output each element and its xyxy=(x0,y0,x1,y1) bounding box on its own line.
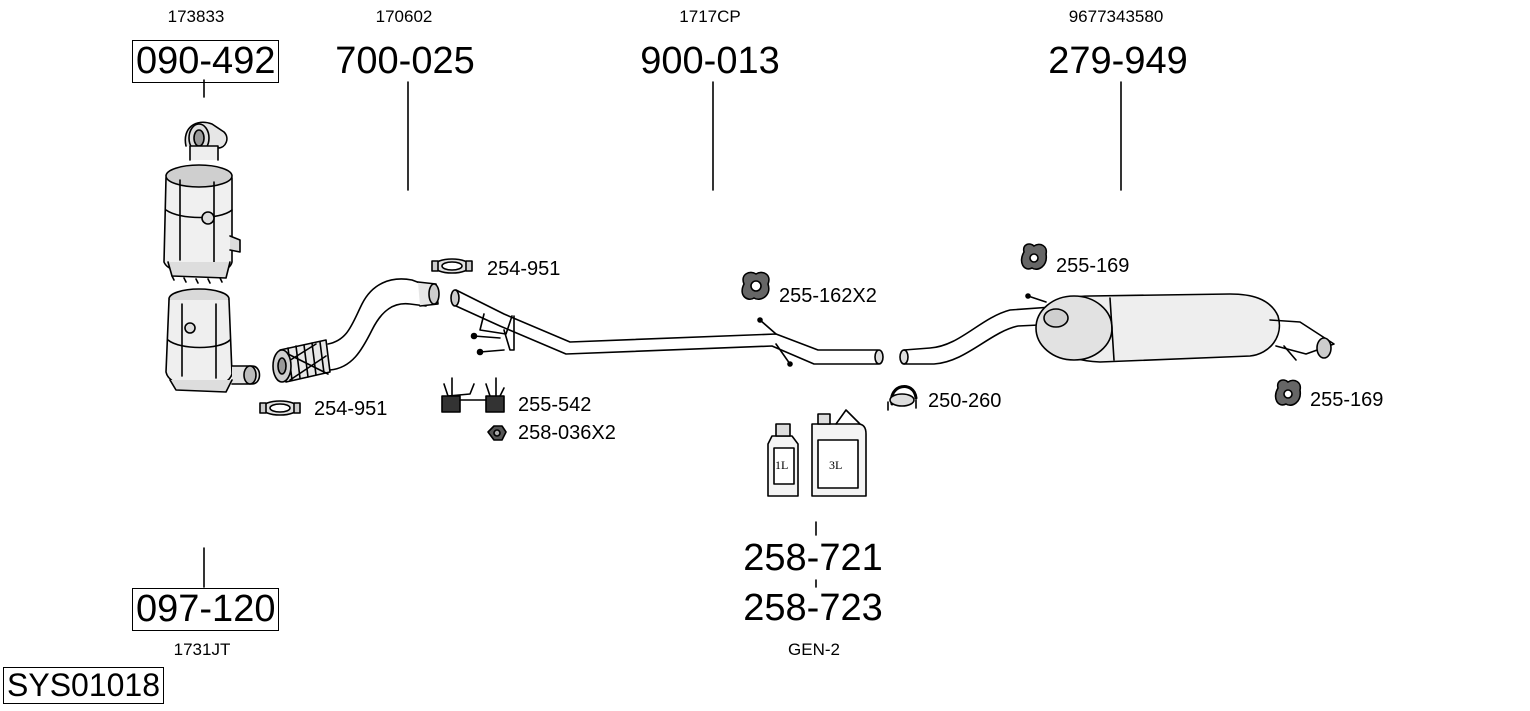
oem-number-090-492: 173833 xyxy=(167,7,225,26)
u-clamp-drawing xyxy=(887,385,918,411)
middle-pipe-drawing xyxy=(450,289,884,367)
clamp-upper-drawing xyxy=(431,258,473,274)
part-label-clamp-lower[interactable]: 254-951 xyxy=(314,398,388,420)
part-label-rubber-mount-right[interactable]: 255-169 xyxy=(1310,389,1384,411)
part-label-clamp-upper[interactable]: 254-951 xyxy=(487,258,561,280)
part-label-nut[interactable]: 258-036X2 xyxy=(518,422,616,444)
part-number-258-721[interactable]: 258-721 xyxy=(743,537,883,579)
oem-number-279-949: 9677343580 xyxy=(1068,7,1164,26)
catalytic-converter-drawing xyxy=(163,121,241,284)
system-code: SYS01018 xyxy=(3,667,165,704)
part-label-rubber-mount-mid[interactable]: 255-162X2 xyxy=(779,285,877,307)
clamp-lower-drawing xyxy=(259,400,301,416)
rubber-mount-right-drawing xyxy=(1274,379,1302,406)
rear-silencer-drawing xyxy=(899,293,1335,365)
part-number-700-025[interactable]: 700-025 xyxy=(335,40,475,82)
oem-number-1731jt: 1731JT xyxy=(173,640,231,659)
paste-can-large-label: 3L xyxy=(829,458,843,472)
paste-can-large-drawing xyxy=(811,409,867,497)
paste-can-small-drawing xyxy=(767,423,799,497)
part-label-bracket[interactable]: 255-542 xyxy=(518,394,592,416)
oem-number-900-013: 1717CP xyxy=(679,7,741,26)
oem-number-gen-2: GEN-2 xyxy=(788,640,840,659)
part-label-u-clamp[interactable]: 250-260 xyxy=(928,390,1002,412)
front-pipe-drawing xyxy=(272,278,440,383)
rubber-mount-mid-drawing xyxy=(741,271,770,300)
rubber-mount-top-drawing xyxy=(1020,243,1048,270)
part-number-090-492[interactable]: 090-492 xyxy=(132,40,280,83)
oem-number-700-025: 170602 xyxy=(375,7,433,26)
nut-drawing xyxy=(487,425,507,441)
particle-filter-drawing xyxy=(165,288,261,393)
part-number-097-120[interactable]: 097-120 xyxy=(132,588,280,631)
part-number-279-949[interactable]: 279-949 xyxy=(1048,40,1188,82)
part-number-258-723[interactable]: 258-723 xyxy=(743,587,883,629)
bracket-drawing xyxy=(441,377,505,413)
paste-can-small-label: 1L xyxy=(775,458,789,472)
part-label-rubber-mount-top[interactable]: 255-169 xyxy=(1056,255,1130,277)
part-number-900-013[interactable]: 900-013 xyxy=(640,40,780,82)
